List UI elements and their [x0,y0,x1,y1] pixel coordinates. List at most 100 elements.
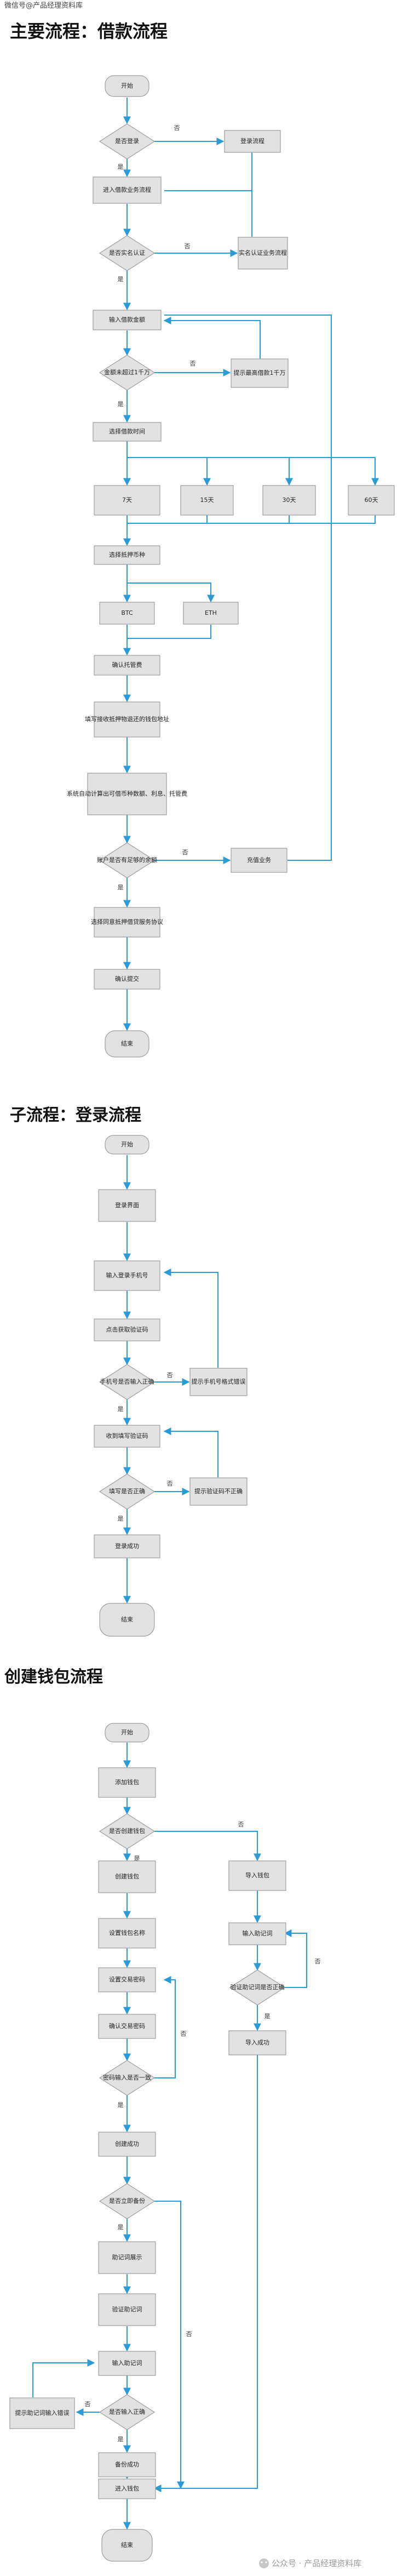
node-text: 结束 [121,1616,133,1623]
option-60-days [348,485,395,516]
decision-kyc [99,235,156,271]
decision-create-wallet [99,1813,156,1849]
decision-code-valid [99,1473,156,1510]
label-yes: 是 [118,401,124,408]
node-text: 点击获取验证码 [106,1326,148,1333]
process-tip-max [231,358,289,388]
node-text: BTC [121,609,133,616]
decision-amount-limit [99,355,156,391]
label-no: 否 [167,1480,173,1487]
label-yes: 是 [118,2101,124,2109]
node-text: 选择同意抵押借贷服务协议 [91,918,163,926]
process-set-name [98,1918,156,1949]
process-login-page [98,1189,156,1222]
node-text: 导入钱包 [245,1871,269,1879]
label-no: 否 [167,1372,173,1379]
node-text: 账户是否有足够的余额 [97,856,157,864]
node-text: 是否立即备份 [109,2197,145,2204]
wallet-flow-edge-labels: 否 是 否 是 否 是 否 是 否 是 [85,1821,321,2443]
watermark-text: 公众号 · 产品经理资料库 [272,2558,361,2568]
loan-flow-edge-labels: 否 是 否 是 否 是 否 是 [118,124,196,891]
process-kyc [238,237,288,270]
node-text: 验证助记词 [112,2305,142,2313]
label-yes: 是 [134,1855,140,1862]
option-btc [99,602,155,625]
option-30-days [262,485,316,516]
process-import-wallet [228,1860,286,1891]
process-tip-code [189,1477,248,1506]
wechat-icon [259,2558,269,2568]
section-title-login: 子流程：登录流程 [10,1106,141,1125]
node-text: 手机号是否输入正确 [100,1378,154,1385]
label-no: 否 [174,124,180,132]
node-text: 15天 [200,496,214,504]
node-text: 填写是否正确 [109,1487,145,1495]
process-recharge [231,848,287,873]
node-text: 选择借款时间 [109,427,145,435]
node-text: 系统自动计算出可借币种数额、利息、托管费 [67,790,187,797]
node-text: 是否创建钱包 [109,1827,145,1835]
node-text: 输入助记词 [243,1929,273,1937]
node-text: 30天 [283,496,296,504]
node-text: 确认提交 [115,975,139,983]
process-set-pwd [98,1967,156,1992]
node-text: 确认托管费 [112,661,142,669]
login-flow-edge-labels: 否 是 否 是 [118,1372,173,1522]
node-text: 结束 [121,1040,133,1047]
process-choose-coin [94,545,160,565]
label-yes: 是 [118,2436,124,2443]
process-tip-phone [189,1368,248,1396]
label-yes: 是 [118,1406,124,1413]
node-text: 进入钱包 [115,2484,139,2492]
node-text: 是否输入正确 [109,2408,145,2415]
node-text: 实名认证业务流程 [239,249,287,256]
watermark: 公众号 · 产品经理资料库 [259,2558,361,2568]
option-7-days [94,485,160,516]
terminal-start [105,75,149,97]
loan-flow-edges [123,98,379,1031]
decision-words-valid [99,2394,156,2430]
process-enter-wallet [98,2478,156,2499]
decision-balance [99,842,156,878]
process-confirm-pwd [98,2014,156,2039]
node-text: 登录界面 [115,1201,139,1209]
process-import-success [228,2030,286,2055]
node-text: 创建成功 [115,2140,139,2147]
process-enter-loan [93,176,162,204]
node-text: 进入借款业务流程 [103,186,151,193]
node-text: 登录流程 [240,137,264,145]
label-no: 否 [182,849,188,856]
terminal-start [105,1135,149,1155]
decision-backup-now [99,2183,156,2219]
node-text: 密码输入是否一致 [103,2074,151,2081]
process-add-wallet [98,1767,156,1798]
terminal-end [105,1030,149,1058]
label-no: 否 [315,1958,321,1965]
node-text: 结束 [121,2541,133,2549]
process-input-mnemonic [228,1922,286,1945]
label-no: 否 [85,2401,91,2408]
label-yes: 是 [264,2013,271,2020]
process-get-code [94,1318,160,1341]
terminal-start [105,1723,149,1743]
terminal-end [101,2529,153,2562]
decision-mnemonic-valid [229,1969,286,2006]
node-text: 提示助记词输入错误 [15,2409,70,2417]
process-confirm-pledge [94,655,160,676]
header-text: 微信号@产品经理资料库 [4,1,83,10]
label-yes: 是 [118,2224,124,2231]
process-create-wallet [98,1860,156,1893]
section-title-wallet: 创建钱包流程 [4,1667,103,1687]
node-text: 输入借款金额 [109,316,145,323]
node-text: 登录成功 [115,1542,139,1550]
node-text: 设置钱包名称 [109,1929,145,1937]
login-flow-edges [123,1155,218,1604]
label-no: 否 [238,1821,244,1828]
node-text: 充值业务 [247,856,271,864]
node-text: 确认交易密码 [109,2022,145,2030]
node-text: 收到填写验证码 [106,1432,148,1440]
process-auto-calc [87,773,167,815]
node-text: 设置交易密码 [109,1975,145,1983]
section-title-loan: 主要流程：借款流程 [10,21,168,42]
